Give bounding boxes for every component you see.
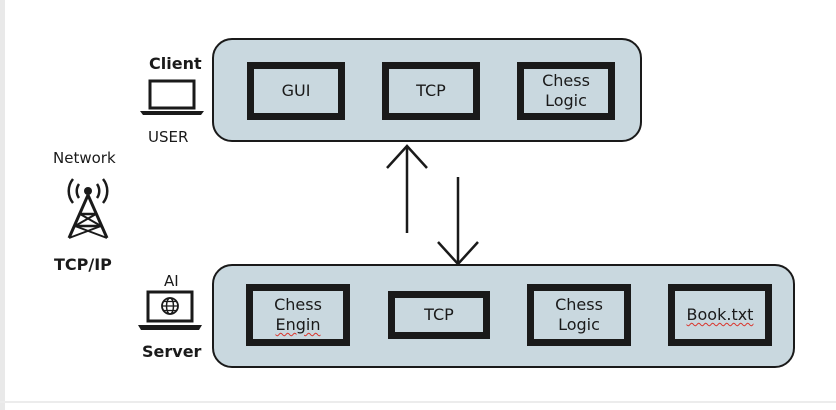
connection-arrows (386, 144, 479, 266)
book-file-module: Book.txt (668, 284, 772, 346)
ai-label: AI (164, 272, 179, 290)
gui-module: GUI (247, 62, 345, 120)
client-chess-logic-line1: Chess (542, 71, 590, 90)
server-label: Server (142, 342, 202, 361)
page-left-edge (0, 0, 5, 410)
gui-module-label: GUI (281, 81, 311, 100)
page-bottom-edge (0, 401, 836, 403)
server-chess-logic-module: Chess Logic (527, 284, 631, 346)
server-tcp-module-label: TCP (424, 305, 454, 324)
antenna-tower-icon (67, 178, 109, 239)
client-chess-logic-module: Chess Logic (517, 62, 615, 120)
chess-engine-module: Chess Engin (246, 284, 350, 346)
client-panel: GUI TCP Chess Logic (212, 38, 642, 142)
chess-engine-line2: Engin (275, 315, 321, 334)
client-tcp-module-label: TCP (416, 81, 446, 100)
arrow-up-server-to-client (386, 144, 428, 233)
laptop-globe-icon (138, 290, 202, 330)
arrow-down-client-to-server (437, 177, 479, 266)
server-panel: Chess Engin TCP Chess Logic Book.txt (212, 264, 795, 368)
server-chess-logic-line2: Logic (558, 315, 600, 334)
chess-engine-line1: Chess (274, 295, 322, 314)
network-label: Network (53, 149, 116, 167)
client-tcp-module: TCP (382, 62, 480, 120)
client-label: Client (149, 54, 202, 73)
server-chess-logic-line1: Chess (555, 295, 603, 314)
book-file-module-label: Book.txt (686, 305, 754, 324)
server-tcp-module: TCP (388, 291, 490, 339)
laptop-icon (140, 79, 204, 115)
client-chess-logic-line2: Logic (545, 91, 587, 110)
protocol-label: TCP/IP (54, 255, 112, 274)
user-label: USER (148, 128, 189, 146)
